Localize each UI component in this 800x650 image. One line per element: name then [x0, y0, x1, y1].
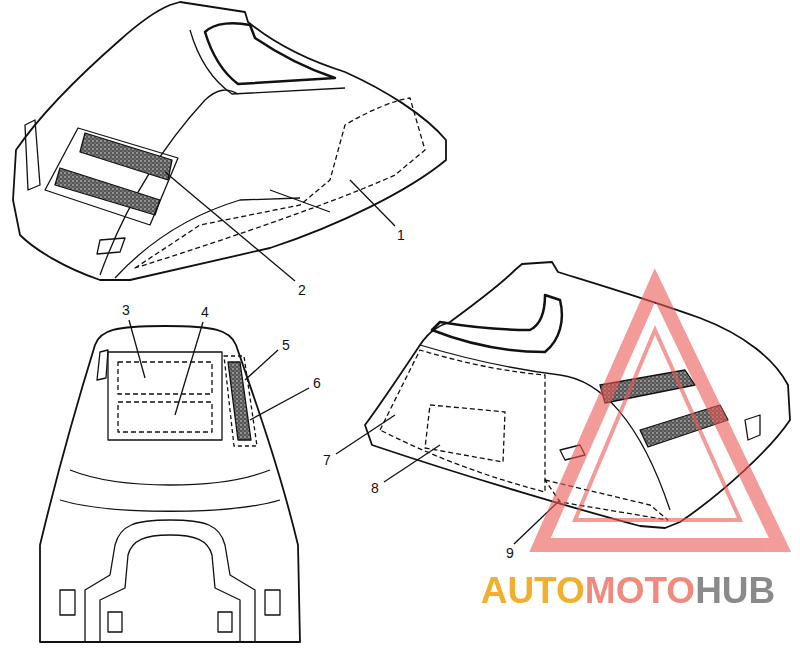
watermark-triangle	[540, 285, 780, 545]
decal-outline	[224, 356, 257, 446]
slot	[108, 612, 122, 632]
callout-number: 1	[397, 228, 405, 242]
windshield-opening	[205, 23, 335, 84]
callout-number: 4	[201, 305, 209, 319]
watermark-triangle	[575, 330, 740, 520]
decal-outline	[118, 402, 212, 432]
callout-number: 7	[323, 453, 331, 467]
hood-side-view	[336, 262, 790, 544]
vent	[228, 362, 251, 440]
body-line	[70, 470, 270, 485]
hood-crease	[420, 345, 670, 510]
vent	[80, 133, 172, 180]
hood-top-view	[13, 2, 446, 281]
callout-number: 2	[298, 283, 306, 297]
decal-outline	[118, 362, 212, 394]
callout-number: 9	[506, 546, 514, 560]
leader-line	[175, 322, 203, 415]
leader-line	[350, 180, 395, 226]
leader-line	[250, 388, 309, 420]
leader-line	[336, 415, 395, 454]
slot	[265, 590, 280, 615]
hood-front-view	[40, 320, 309, 642]
opening	[85, 520, 255, 642]
body-line	[60, 500, 280, 511]
slot	[218, 612, 232, 632]
side-light	[25, 120, 40, 190]
windshield-trim	[190, 30, 345, 94]
callout-number: 8	[371, 481, 379, 495]
watermark-triangle	[540, 285, 780, 545]
hood-outline	[365, 262, 790, 528]
watermark: AUTOMOTOHUB	[481, 572, 776, 609]
center-panel	[108, 352, 222, 440]
vent-frame	[45, 128, 178, 225]
leader-line	[384, 445, 440, 482]
leader-line	[129, 320, 145, 378]
opening-trim	[100, 535, 240, 642]
light	[745, 415, 760, 440]
callout-number: 6	[313, 376, 321, 390]
callout-number: 3	[122, 303, 130, 317]
side-slot	[97, 350, 108, 380]
decal-outline	[380, 350, 545, 492]
nose-light	[97, 238, 125, 254]
hood-crease	[100, 90, 238, 275]
hood-outline	[13, 2, 446, 280]
hood-outline	[40, 326, 300, 642]
leader-line	[165, 172, 295, 281]
callout-number: 5	[282, 338, 290, 352]
windshield-opening	[432, 295, 562, 352]
leader-line	[245, 350, 278, 380]
decal-outline	[425, 405, 505, 462]
decal-line	[270, 190, 330, 212]
slot	[60, 590, 75, 615]
vent	[55, 168, 160, 215]
